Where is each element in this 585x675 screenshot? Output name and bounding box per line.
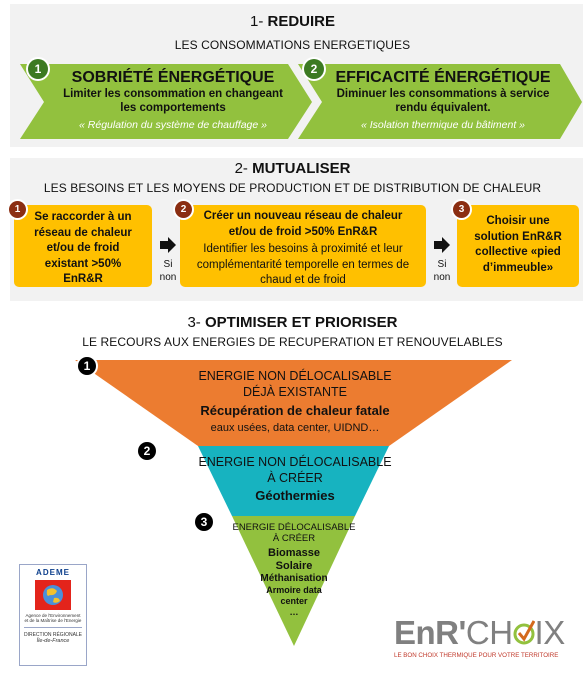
level-1-text: ENERGIE NON DÉLOCALISABLE DÉJÀ EXISTANTE…: [198, 369, 392, 434]
ademe-logo: ADEME Agence de l'Environnement et de la…: [19, 564, 87, 666]
level-2-text: ENERGIE NON DÉLOCALISABLE À CRÉER Géothe…: [198, 455, 392, 504]
option-text: Choisir une solution EnR&R collective «p…: [474, 215, 562, 274]
ademe-divider: [24, 626, 82, 628]
chevron-sobriete: [20, 64, 312, 139]
option-box-enr-collective: Choisir une solution EnR&R collective «p…: [457, 205, 579, 287]
step-body: Limiter les consommation en changeant le…: [63, 88, 283, 114]
option-box-creer-reseau: Créer un nouveau réseau de chaleur et/ou…: [180, 205, 426, 287]
step-title: SOBRIÉTÉ ÉNERGÉTIQUE: [71, 69, 275, 86]
checkmark-icon: [513, 619, 535, 645]
section2-subtitle: LES BESOINS ET LES MOYENS DE PRODUCTION …: [43, 181, 542, 195]
step-efficacite: EFFICACITÉ ÉNERGÉTIQUE Diminuer les cons…: [330, 69, 556, 131]
section1-chevrons: [20, 64, 582, 139]
level-number-badge: 2: [138, 442, 156, 460]
enrchoix-wordmark: EnR'CH IX: [394, 614, 565, 651]
step-number-badge: 1: [28, 59, 48, 79]
level-number-badge: 1: [78, 357, 96, 375]
enrchoix-logo: EnR'CH IX LE BON CHOIX THERMIQUE POUR VO…: [394, 616, 584, 670]
step-body: Diminuer les consommations à service ren…: [336, 88, 550, 114]
section3-subtitle: LE RECOURS AUX ENERGIES DE RECUPERATION …: [82, 335, 503, 349]
step-example: « Isolation thermique du bâtiment »: [360, 118, 526, 131]
pyramid-level-2-fill: [198, 446, 389, 516]
option-number-badge: 3: [453, 201, 470, 218]
step-example: « Régulation du système de chauffage »: [79, 118, 267, 131]
option-number-badge: 1: [9, 201, 26, 218]
option-text: Identifier les besoins à proximité et le…: [196, 243, 410, 287]
arrow-right-icon: [434, 237, 450, 253]
pyramid-level-3: [232, 516, 355, 646]
section1-subtitle: LES CONSOMMATIONS ENERGETIQUES: [174, 38, 411, 52]
ademe-globe-icon: [35, 580, 71, 610]
level-3-text: ENERGIE DÉLOCALISABLE À CRÉER Biomasse S…: [232, 522, 356, 617]
pyramid-level-1: [75, 360, 512, 446]
step-title: EFFICACITÉ ÉNERGÉTIQUE: [335, 69, 551, 86]
step-sobriete: SOBRIÉTÉ ÉNERGÉTIQUE Limiter les consomm…: [58, 69, 288, 131]
option-box-raccorder: Se raccorder à un réseau de chaleur et/o…: [14, 205, 152, 287]
level-number-badge: 3: [195, 513, 213, 531]
arrow-right-icon: [160, 237, 176, 253]
option-text-bold: Créer un nouveau réseau de chaleur et/ou…: [203, 210, 403, 238]
section1-title: 1- REDUIRE: [249, 13, 336, 30]
section3-title: 3- OPTIMISER ET PRIORISER: [187, 314, 398, 331]
step-number-badge: 2: [304, 59, 324, 79]
option-number-badge: 2: [175, 201, 192, 218]
option-text: Se raccorder à un réseau de chaleur et/o…: [34, 211, 132, 286]
section2-title: 2- MUTUALISER: [234, 160, 351, 177]
chevron-efficacite: [298, 64, 582, 139]
